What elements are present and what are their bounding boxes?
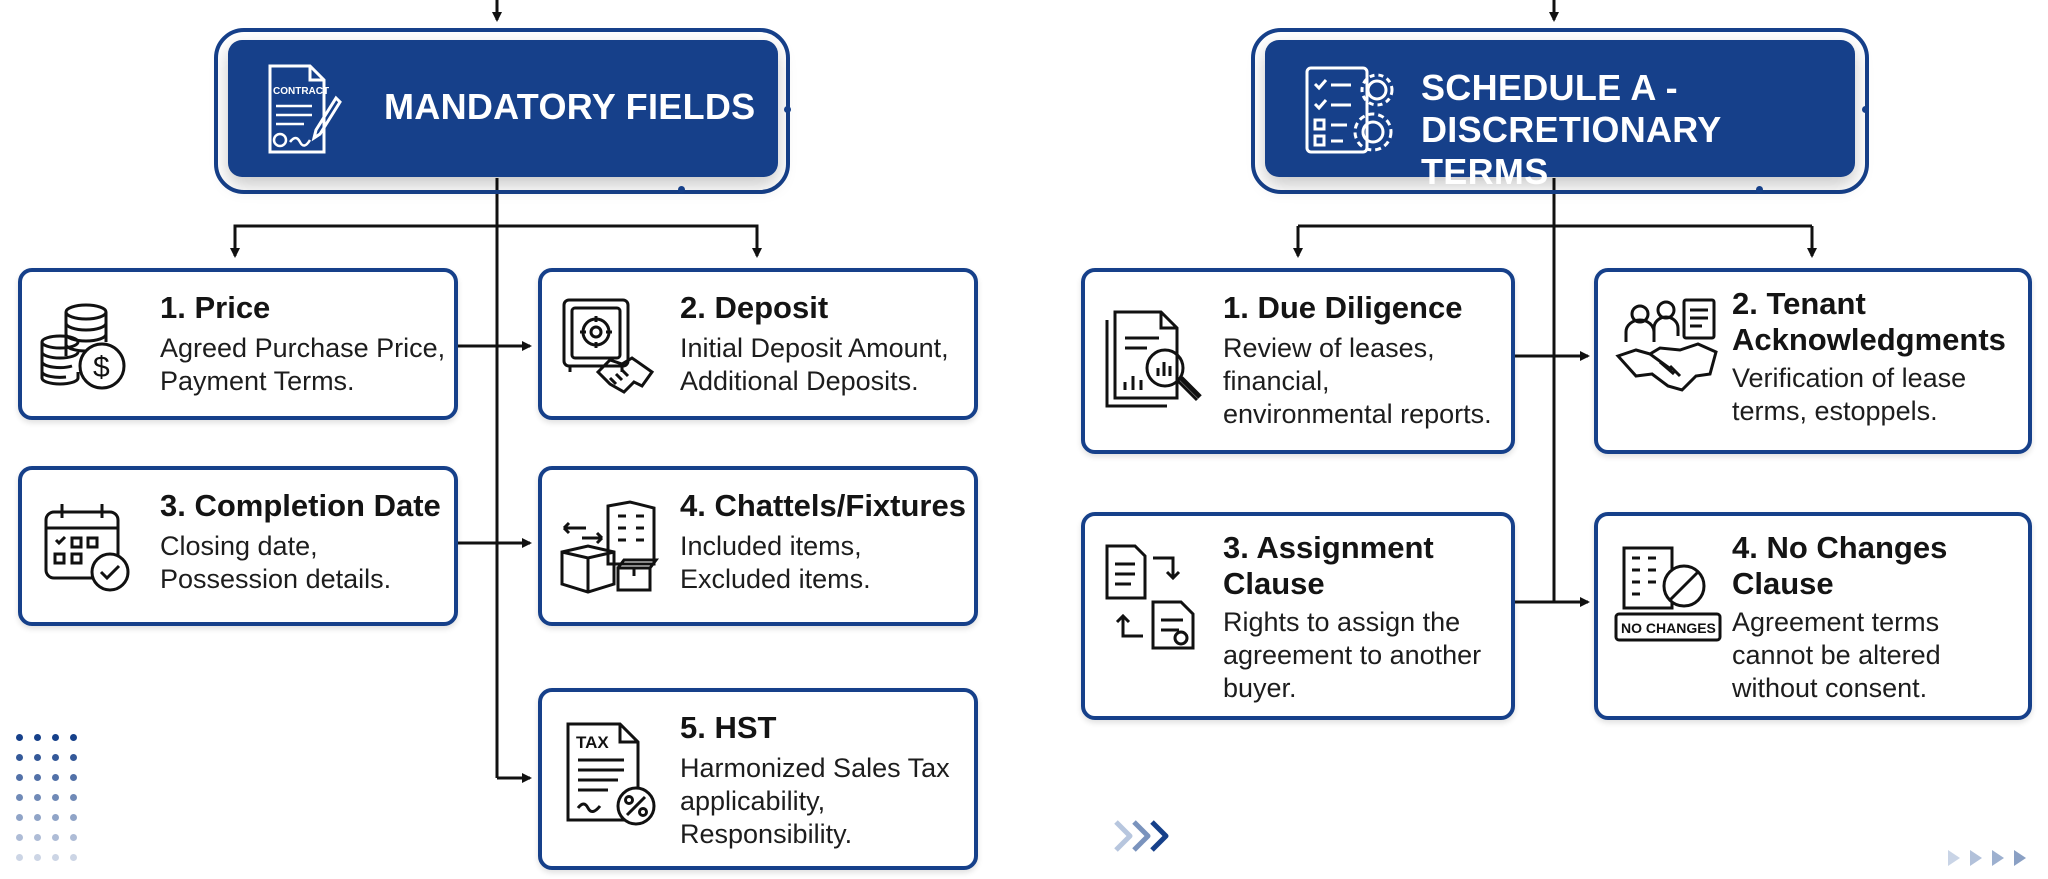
decor-dot — [34, 794, 41, 801]
card-title: 5. HST — [680, 710, 777, 745]
schedule-header: SCHEDULE A - DISCRETIONARY TERMS — [1265, 40, 1855, 192]
card-title: 1. Price — [160, 290, 271, 325]
decor-dot — [70, 814, 77, 821]
triangles-decoration-icon — [1948, 850, 2026, 866]
no-changes-building-icon: NO CHANGES — [1614, 546, 1722, 642]
decor-dot — [52, 814, 59, 821]
card-desc: Agreed Purchase Price, Payment Terms. — [160, 333, 446, 396]
chevrons-decoration-icon — [1114, 820, 1169, 852]
decor-dot — [16, 774, 23, 781]
card-desc: Verification of lease terms, estoppels. — [1732, 363, 1967, 426]
decor-dot — [52, 774, 59, 781]
card-title: 4. Chattels/Fixtures — [680, 488, 966, 523]
document-transfer-icon — [1105, 544, 1195, 650]
card-desc: Agreement terms cannot be altered withou… — [1732, 607, 1941, 703]
card-title: 1. Due Diligence — [1223, 290, 1463, 325]
decor-dot — [70, 794, 77, 801]
no-changes-label: NO CHANGES — [1621, 620, 1716, 636]
decor-dot — [16, 854, 23, 861]
decor-dot — [16, 794, 23, 801]
schedule-title-line2: DISCRETIONARY TERMS — [1421, 109, 1721, 192]
card-desc: Included items, Excluded items. — [680, 531, 871, 594]
calendar-check-icon — [44, 504, 130, 592]
boxes-building-icon — [560, 500, 659, 594]
card-title: 2. Deposit — [680, 290, 829, 325]
card-desc: Rights to assign the agreement to anothe… — [1223, 607, 1482, 703]
decor-dot — [70, 734, 77, 741]
decor-dot — [16, 734, 23, 741]
decor-dot — [34, 854, 41, 861]
tax-icon-label: TAX — [576, 733, 609, 752]
header-decor-dot — [784, 106, 791, 113]
decor-dot — [52, 754, 59, 761]
coins-dollar-icon: $ — [40, 303, 126, 390]
decor-dot — [70, 774, 77, 781]
svg-text:$: $ — [93, 351, 110, 384]
header-decor-dot — [1862, 106, 1869, 113]
decor-dot — [34, 774, 41, 781]
card-title: 2. Tenant Acknowledgments — [1732, 286, 2006, 357]
card-desc: Harmonized Sales Tax applicability, Resp… — [680, 753, 950, 849]
card-due-diligence: 1. Due Diligence Review of leases, finan… — [1081, 268, 1515, 454]
decor-dot — [70, 834, 77, 841]
card-no-changes-clause: NO CHANGES 4. No Changes Clause Agreemen… — [1594, 512, 2032, 720]
contract-signing-icon: CONTRACT — [268, 64, 342, 154]
card-desc: Closing date, Possession details. — [160, 531, 392, 594]
tax-document-icon: TAX — [566, 722, 656, 826]
decor-dot — [16, 814, 23, 821]
decor-dot — [52, 734, 59, 741]
decor-dot — [16, 834, 23, 841]
decor-dot — [34, 834, 41, 841]
header-decor-dot — [678, 186, 685, 193]
card-assignment-clause: 3. Assignment Clause Rights to assign th… — [1081, 512, 1515, 720]
card-deposit: 2. Deposit Initial Deposit Amount, Addit… — [538, 268, 978, 420]
decor-dot — [16, 754, 23, 761]
decor-dot — [52, 794, 59, 801]
card-chattels-fixtures: 4. Chattels/Fixtures Included items, Exc… — [538, 466, 978, 626]
card-hst: TAX 5. HST Harmonized Sales Tax applicab… — [538, 688, 978, 870]
card-title: 4. No Changes Clause — [1732, 530, 1948, 601]
card-desc: Review of leases, financial, environment… — [1223, 333, 1492, 429]
mandatory-header-title: MANDATORY FIELDS — [384, 86, 756, 127]
checklist-gears-icon — [1305, 66, 1394, 154]
decor-dot — [34, 734, 41, 741]
card-price: $ 1. Price Agreed Purchase Price, Paymen… — [18, 268, 458, 420]
document-magnifier-icon — [1105, 310, 1202, 408]
schedule-header-title: SCHEDULE A - DISCRETIONARY TERMS — [1421, 67, 1855, 193]
card-completion-date: 3. Completion Date Closing date, Possess… — [18, 466, 458, 626]
card-title: 3. Completion Date — [160, 488, 441, 523]
decor-dot — [34, 754, 41, 761]
decor-dot — [52, 834, 59, 841]
decor-dot — [52, 854, 59, 861]
card-tenant-acknowledgments: 2. Tenant Acknowledgments Verification o… — [1594, 268, 2032, 454]
contract-icon-label: CONTRACT — [273, 86, 329, 97]
safe-handshake-icon — [562, 298, 655, 394]
card-title: 3. Assignment Clause — [1223, 530, 1434, 601]
decor-dot-grid — [16, 734, 86, 874]
card-desc: Initial Deposit Amount, Additional Depos… — [680, 333, 949, 396]
mandatory-header: CONTRACT MANDATORY FIELDS — [228, 40, 778, 177]
decor-dot — [70, 854, 77, 861]
header-decor-dot — [1756, 186, 1763, 193]
decor-dot — [70, 754, 77, 761]
schedule-title-line1: SCHEDULE A - — [1421, 67, 1678, 108]
decor-dot — [34, 814, 41, 821]
people-handshake-icon — [1615, 298, 1718, 392]
